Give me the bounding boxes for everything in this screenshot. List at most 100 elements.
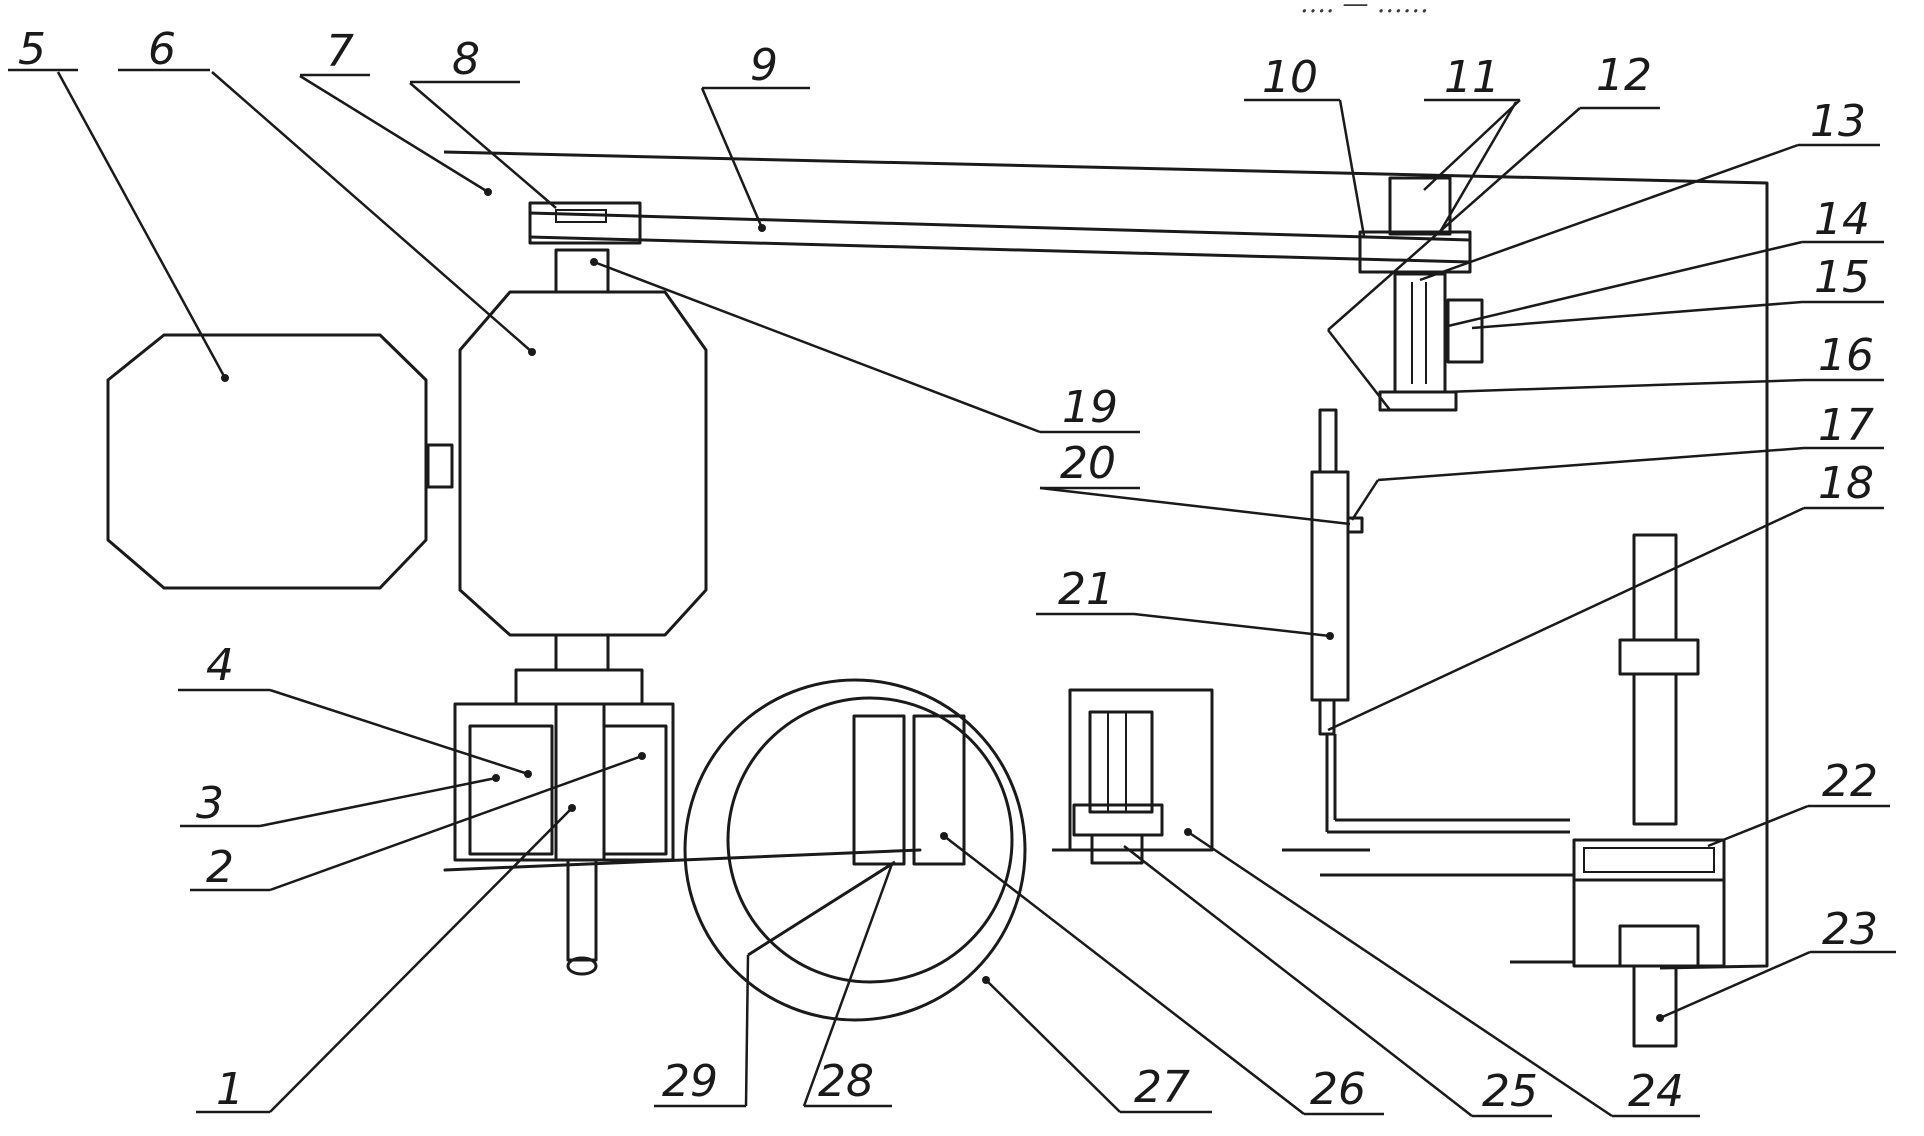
belt-top: [529, 211, 1471, 242]
dot-26: [940, 832, 948, 840]
leader-11a: [1423, 99, 1521, 191]
callout-labels: 5 6 7 8 9 10 11 12 13 14 15 16 17 18 19 …: [18, 24, 1878, 1117]
callout-6: 6: [148, 24, 176, 75]
callout-14: 14: [1814, 194, 1870, 245]
column-mid: [1632, 672, 1678, 826]
column-lower: [1572, 878, 1726, 968]
gearbox-right-2: [602, 724, 668, 856]
dot-19: [590, 258, 598, 266]
callout-20: 20: [1060, 438, 1116, 489]
dot-27: [982, 976, 990, 984]
leader-29: [744, 954, 750, 1107]
leader-27: [985, 979, 1121, 1113]
leader-21: [1133, 612, 1331, 638]
callout-8: 8: [452, 34, 480, 85]
leader-7: [299, 74, 489, 194]
leader-16: [1443, 378, 1805, 394]
pulley-8: [528, 201, 642, 245]
leader-1: [269, 807, 573, 1113]
callout-17: 17: [1818, 400, 1874, 451]
leader-8: [409, 82, 557, 209]
leader-17b: [1350, 479, 1380, 521]
callout-24: 24: [1628, 1066, 1684, 1117]
leader-10: [1338, 99, 1366, 237]
block-28: [852, 714, 906, 866]
column-nut: [1618, 638, 1700, 676]
leader-14: [1447, 240, 1803, 328]
carriage-guide: [1088, 710, 1154, 814]
drawing: [106, 150, 1769, 1048]
callout-1: 1: [216, 1064, 244, 1115]
block-26: [912, 714, 966, 866]
leader-12: [1327, 107, 1581, 331]
dot-2: [638, 752, 646, 760]
leader-18: [1327, 506, 1805, 732]
spindle-tip: [566, 956, 598, 976]
callout-3: 3: [196, 778, 224, 829]
shaft-1: [554, 702, 606, 862]
spindle: [566, 858, 598, 962]
leader-6: [211, 71, 533, 353]
leader-9: [700, 87, 764, 229]
callout-10: 10: [1262, 52, 1318, 103]
callout-11: 11: [1444, 52, 1500, 103]
leader-2: [269, 754, 643, 892]
leader-lines: [8, 68, 1896, 1118]
callout-28: 28: [818, 1056, 874, 1107]
shaft-upper: [554, 248, 610, 294]
callout-19: 19: [1062, 382, 1118, 433]
pulley-10: [1358, 230, 1472, 274]
drum-inner: [726, 696, 1014, 984]
body-6: [458, 290, 708, 637]
column-upper: [1632, 533, 1678, 642]
leader-23: [1659, 950, 1811, 1020]
dot-9: [758, 224, 766, 232]
frame-plate: [443, 150, 1769, 970]
pulley-22: [1572, 838, 1726, 882]
column-end-23: [1632, 964, 1678, 1048]
slide-base-16: [1378, 390, 1458, 412]
leader-19: [593, 260, 1041, 434]
dot-6: [528, 348, 536, 356]
callout-22: 22: [1822, 756, 1878, 807]
cylinder-21: [1310, 470, 1350, 702]
leader-11b: [1438, 101, 1518, 233]
callout-16: 16: [1818, 330, 1874, 381]
callout-9: 9: [750, 40, 778, 91]
leader-3: [259, 776, 497, 828]
leader-13: [1419, 143, 1799, 282]
body-5: [106, 333, 428, 590]
dot-1: [568, 804, 576, 812]
dot-5: [221, 374, 229, 382]
leader-24: [1187, 830, 1613, 1118]
carriage-pulley-25: [1072, 803, 1164, 837]
leader-4: [269, 688, 529, 776]
callout-5: 5: [18, 24, 46, 75]
leader-5: [56, 71, 227, 379]
coupling-flange: [514, 668, 644, 706]
leader-12b: [1327, 329, 1391, 411]
arm-29: [747, 860, 896, 957]
dot-24: [1184, 828, 1192, 836]
column-collar: [1618, 924, 1700, 968]
leader-17: [1377, 446, 1805, 482]
callout-7: 7: [326, 26, 354, 77]
drum-outer-27: [683, 678, 1027, 1022]
dot-3: [492, 774, 500, 782]
slide-body: [1393, 272, 1447, 394]
bracket-11: [1388, 176, 1452, 236]
callout-27: 27: [1134, 1062, 1190, 1113]
dot-4: [524, 770, 532, 778]
dot-7: [484, 188, 492, 196]
leader-dots: [221, 188, 1664, 1022]
shaft-lower: [554, 633, 610, 672]
pulley-22-inner: [1583, 847, 1715, 873]
carriage-foot: [1090, 833, 1144, 865]
clamp-20: [1346, 516, 1364, 534]
callout-12: 12: [1596, 50, 1652, 101]
header-handwriting: …. — ……: [1300, 0, 1429, 19]
callout-2: 2: [206, 842, 234, 893]
belt-bottom: [529, 235, 1471, 264]
connector-5-6: [426, 443, 454, 489]
